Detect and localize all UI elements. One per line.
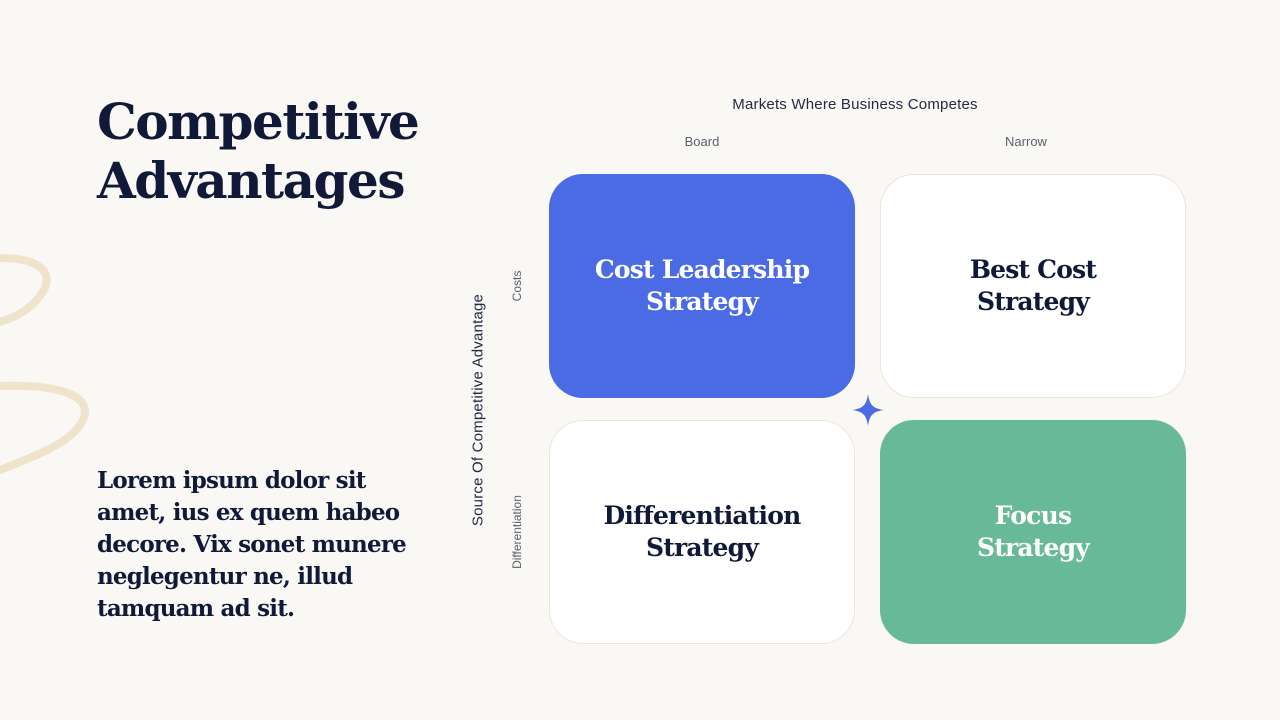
title-line-2: Advantages [97,151,405,210]
card-label-line: Best Cost [969,255,1097,284]
card-best-cost-label: Best Cost Strategy [969,254,1097,318]
x-axis-title: Markets Where Business Competes [732,96,978,113]
card-cost-leadership: Cost Leadership Strategy [549,174,855,398]
column-label-narrow: Narrow [1005,134,1047,149]
title-line-1: Competitive [97,92,420,151]
card-best-cost: Best Cost Strategy [880,174,1186,398]
card-label-line: Strategy [976,533,1090,562]
page-title: Competitive Advantages [97,92,457,210]
card-differentiation: Differentiation Strategy [549,420,855,644]
row-label-differentiation: Differentiation [510,495,524,569]
sparkle-icon [852,394,884,426]
card-label-line: Strategy [645,287,759,316]
card-differentiation-label: Differentiation Strategy [603,500,802,564]
row-label-costs: Costs [510,270,524,302]
wavy-line-decoration [0,254,89,474]
y-axis-title: Source Of Competitive Advantage [469,293,487,527]
card-label-line: Differentiation [603,501,802,530]
card-label-line: Cost Leadership [594,255,810,284]
body-paragraph: Lorem ipsum dolor sit amet, ius ex quem … [97,467,407,622]
card-label-line: Strategy [976,287,1090,316]
card-label-line: Focus [994,501,1072,530]
card-label-line: Strategy [645,533,759,562]
column-label-board: Board [684,134,720,149]
card-cost-leadership-label: Cost Leadership Strategy [594,254,810,318]
card-focus: Focus Strategy [880,420,1186,644]
card-focus-label: Focus Strategy [976,500,1090,564]
